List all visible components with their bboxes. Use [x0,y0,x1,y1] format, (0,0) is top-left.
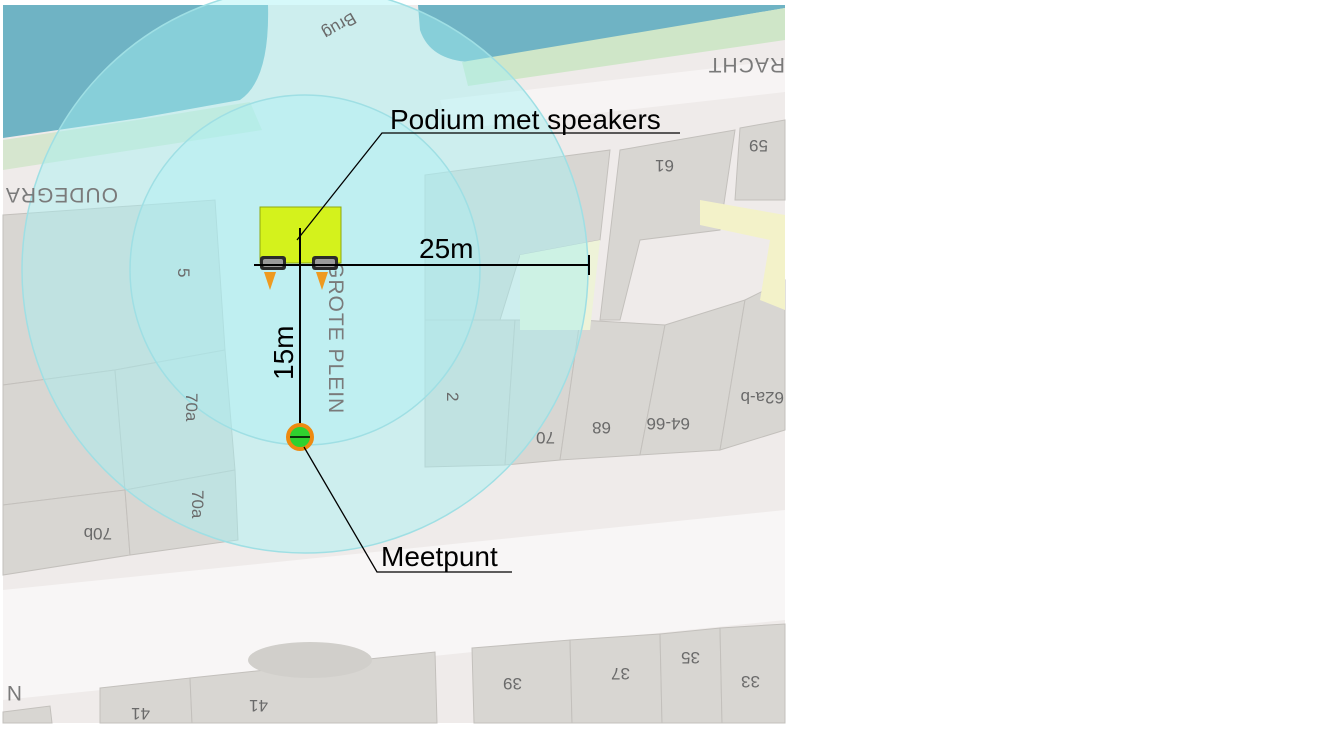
house-number-70b: 70b [84,524,112,543]
house-number-39: 39 [503,674,522,693]
road-top [440,60,785,130]
meetpunt-callout-label: Meetpunt [381,541,498,572]
building-bottom-1 [2,705,53,724]
house-number-68: 68 [592,418,611,437]
building-block-right-8 [734,119,786,201]
house-number-35: 35 [681,648,700,667]
road-bottom [3,510,785,700]
house-number-37: 37 [611,664,630,683]
house-number-62a-b: 62a-b [741,388,784,407]
house-number-5: 5 [174,268,193,277]
house-number-70: 70 [536,428,555,447]
house-number-2: 2 [443,392,462,401]
house-number-41: 41 [131,704,150,723]
bottom-marker [248,642,372,678]
house-number-33: 33 [741,672,760,691]
building-block-right-7 [599,129,736,321]
courtyard-light [520,240,600,330]
green-quay-left [3,102,262,170]
house-number-61: 61 [655,156,674,175]
street-name-oudegracht: OUDEGRA [5,183,118,206]
green-quay-right [462,8,785,86]
podium-callout-label: Podium met speakers [390,104,661,135]
dimension-label-25m: 25m [419,233,473,264]
street-name-grote-plein: GROTE PLEIN [324,262,347,414]
house-number-59: 59 [749,136,768,155]
house-number-70a: 70a [182,393,201,422]
building-bottom-7 [719,623,786,724]
street-name-bottom: N [6,681,22,704]
house-number-41-2: 41 [249,696,268,715]
meetpunt-callout-leader [303,446,512,573]
water-canal-right [418,5,785,62]
building-block-left-5 [124,469,239,556]
dimension-label-15m: 15m [268,326,299,380]
water-canal-left [3,5,269,138]
house-number-70a-2: 70a [188,490,207,519]
house-number-64-66: 64-66 [647,414,690,433]
street-name-gracht-top: RACHT [708,53,785,76]
courtyard-yellow [700,200,785,310]
podium-callout-leader [296,132,680,241]
building-bottom-6 [659,627,723,724]
